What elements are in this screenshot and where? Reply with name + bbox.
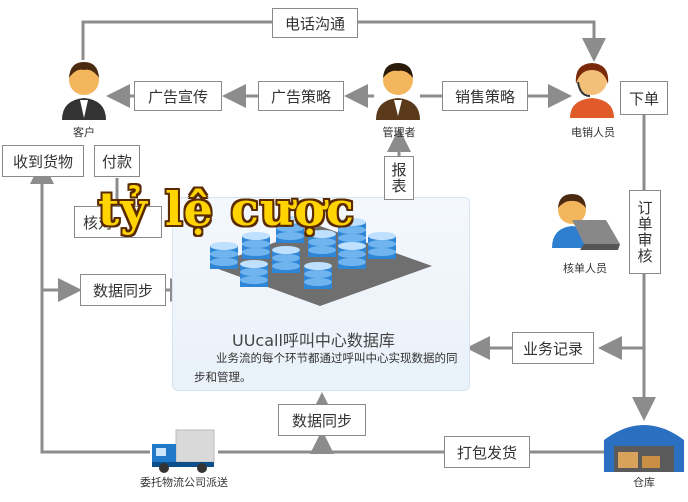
receive-goods-box: 收到货物 — [2, 145, 84, 177]
database-cylinder — [240, 260, 268, 287]
database-cylinder — [276, 216, 304, 243]
database-cylinder — [368, 232, 396, 259]
database-cylinder — [338, 242, 366, 269]
overlay-text: tỷ lệ cược — [98, 182, 355, 236]
verify-box: 核对 — [74, 206, 162, 238]
warehouse-label: 仓库 — [633, 476, 655, 489]
manager-icon — [376, 63, 420, 120]
report-box: 报表 — [384, 156, 414, 200]
database-cylinder — [242, 232, 270, 259]
ad-strategy-box: 广告策略 — [258, 81, 344, 111]
sales-staff-icon — [570, 63, 614, 118]
truck-icon — [152, 429, 215, 473]
database-cylinder — [210, 242, 238, 269]
reviewer-icon — [552, 194, 620, 250]
warehouse-icon — [604, 425, 684, 472]
sales-strategy-box: 销售策略 — [442, 81, 528, 111]
pack-ship-box: 打包发货 — [444, 436, 530, 468]
manager-label: 管理者 — [382, 126, 416, 139]
database-cylinder — [272, 246, 300, 273]
sales-staff-label: 电销人员 — [571, 126, 615, 139]
place-order-box: 下单 — [620, 81, 668, 115]
ad-promotion-box: 广告宣传 — [134, 81, 222, 111]
database-title: UUcall呼叫中心数据库 — [232, 331, 395, 350]
database-cylinder — [308, 230, 336, 257]
customer-label: 客户 — [73, 126, 95, 139]
database-cylinder — [338, 218, 366, 245]
business-record-box: 业务记录 — [512, 332, 594, 364]
database-cylinder — [304, 262, 332, 289]
reviewer-label: 核单人员 — [563, 262, 607, 275]
data-sync-bottom-box: 数据同步 — [278, 404, 366, 436]
database-description: 业务流的每个环节都通过呼叫中心实现数据的同步和管理。 — [194, 351, 458, 384]
data-sync-left-box: 数据同步 — [80, 274, 166, 306]
pay-box: 付款 — [94, 145, 140, 177]
logistics-label: 委托物流公司派送 — [140, 476, 228, 489]
phone-communication-box: 电话沟通 — [272, 8, 358, 38]
customer-icon — [62, 62, 106, 120]
order-review-box: 订单审核 — [629, 190, 661, 274]
